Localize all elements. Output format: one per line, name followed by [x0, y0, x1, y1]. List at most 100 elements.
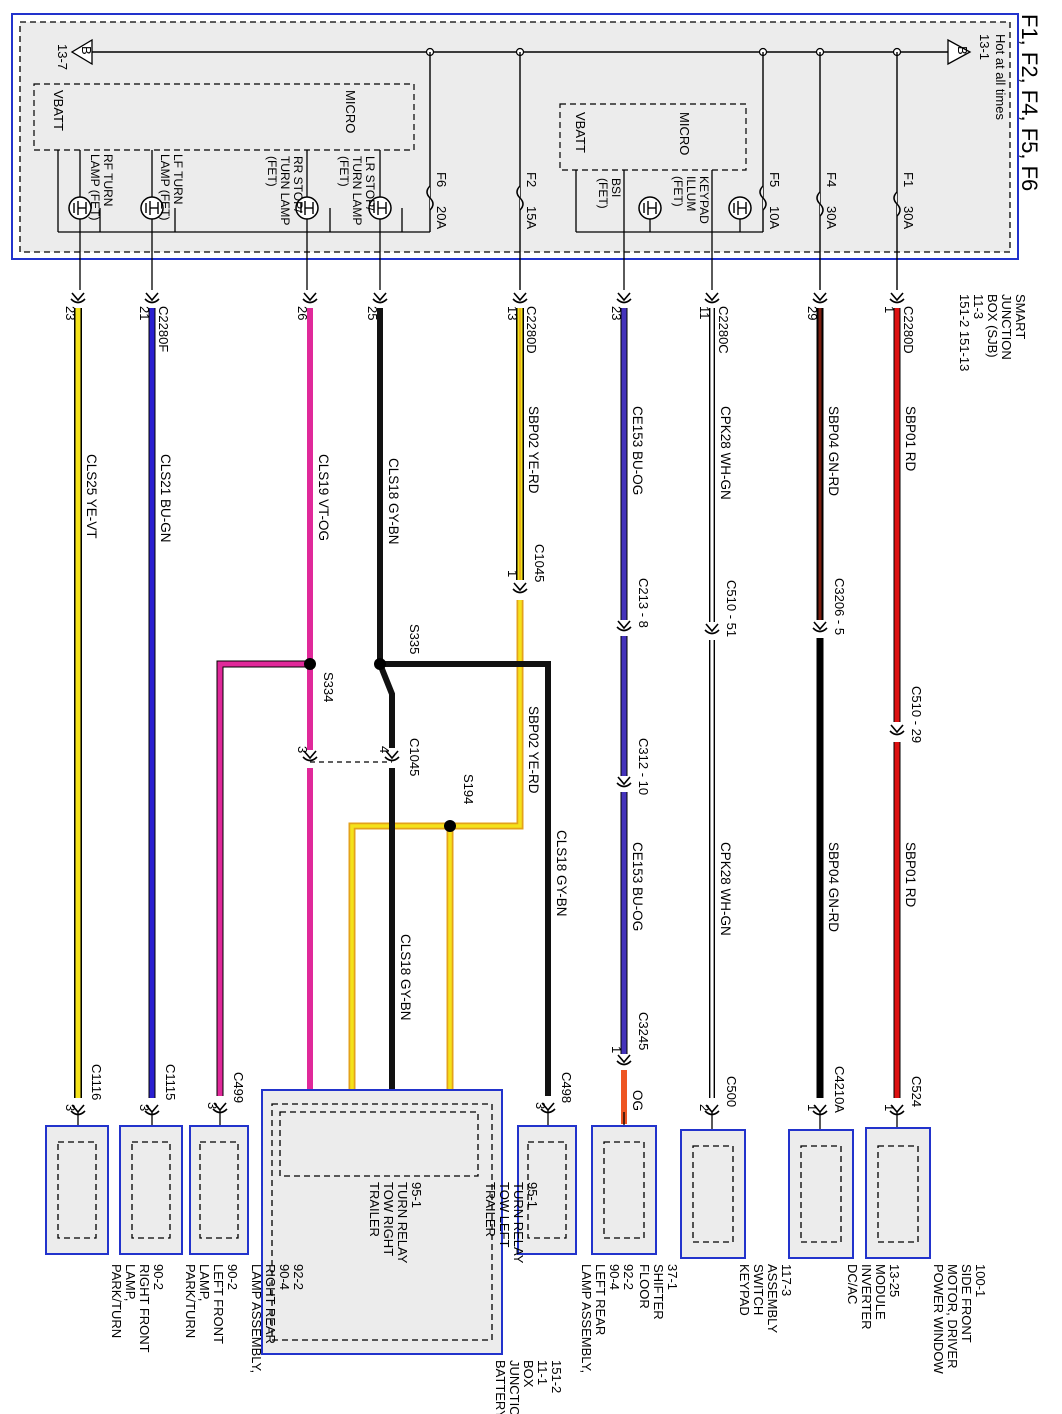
fet-rf-turn-label: RF TURNLAMP (FET) [88, 154, 115, 220]
fuse-f5-name: F5 [767, 172, 782, 187]
label-lamp-left-rear: LAMP ASSEMBLY,LEFT REAR90-492-2 [579, 1264, 636, 1373]
label-c1115: C1115 [163, 1064, 178, 1100]
bus-letter-left: B [79, 46, 94, 55]
pin-25: 25 [365, 306, 380, 320]
pin-1-sbp01: 1 [882, 306, 897, 313]
pin-c1045-3: 3 [295, 746, 310, 753]
circuit-cls18-b: CLS18 GY-BN [554, 830, 569, 917]
component-floor-shifter [591, 1125, 657, 1255]
circuit-cls25: CLS25 YE-VT [84, 454, 99, 539]
c2280-25-icon [372, 292, 388, 304]
label-lamp-right-rear: LAMP ASSEMBLY,RIGHT REAR90-492-2 [249, 1264, 306, 1373]
pin-13: 13 [505, 306, 520, 320]
pin-c3245-1: 1 [609, 1046, 624, 1053]
micro-small-label: MICRO [677, 112, 692, 155]
label-s334: S334 [321, 672, 336, 702]
circuit-cls21: CLS21 BU-GN [158, 454, 173, 543]
component-battery-junction-box [261, 1089, 503, 1355]
splice-s335 [374, 658, 386, 670]
circuit-sbp02-a: SBP02 YE-RD [526, 406, 541, 494]
trailer-relay-box [279, 1111, 479, 1177]
micro-big-label: MICRO [343, 90, 358, 133]
fuse-f1-rating: 30A [901, 206, 916, 229]
label-c1045-a: C1045 [532, 544, 547, 582]
bsi-fet-icon [638, 196, 662, 220]
fet-rr-stop-label: RR STOP/TURN LAMP(FET) [265, 156, 305, 225]
pin-21: 21 [137, 306, 152, 320]
c213-8-icon [616, 620, 632, 632]
wire-cls18 [377, 308, 551, 1108]
label-c2280d-b: C2280D [524, 306, 539, 354]
pin-c499: 3 [205, 1102, 220, 1109]
component-boxes [45, 1089, 931, 1355]
pin-c500: 2 [697, 1104, 712, 1111]
fuse-f4-rating: 30A [824, 206, 839, 229]
pin-c1115: 3 [137, 1104, 152, 1111]
vbatt-big-label: VBATT [51, 90, 66, 131]
pin-c1045-4: 4 [377, 746, 392, 753]
label-trailer-left-relay: TRAILERTOW LEFTTURN RELAY95-1 [483, 1182, 540, 1264]
label-c1116: C1116 [89, 1064, 104, 1100]
bus-right-ref: 13-1 [977, 34, 992, 60]
bus-right-terminal [947, 38, 972, 66]
c3245-icon [616, 1054, 632, 1066]
c510-29-icon [889, 724, 905, 736]
c2280d-a-icon [889, 292, 905, 304]
fuse-f6-rating: 20A [434, 206, 449, 229]
label-c2280f: C2280F [156, 306, 171, 352]
label-c213-8: C213 - 8 [636, 578, 651, 628]
circuit-og: OG [630, 1090, 645, 1111]
label-c312-10: C312 - 10 [636, 738, 651, 795]
fet-keypad-label: KEYPADILLUM(FET) [671, 176, 711, 224]
splice-s194 [444, 820, 456, 832]
pin-c1116: 3 [63, 1104, 78, 1111]
fuse-f5-rating: 10A [767, 206, 782, 229]
sjb-panel [19, 21, 1011, 253]
label-trailer-right-relay: TRAILERTOW RIGHTTURN RELAY95-1 [367, 1182, 424, 1264]
bus-hot-label: Hot at all times [993, 34, 1008, 120]
pin-c4210: 1 [805, 1104, 820, 1111]
label-c1045-b: C1045 [407, 738, 422, 776]
label-c3245: C3245 [636, 1012, 651, 1050]
label-c2280c: C2280C [716, 306, 731, 354]
label-park-left-front: PARK/TURNLAMP,LEFT FRONT90-2 [183, 1264, 240, 1344]
label-c524: C524 [909, 1076, 924, 1107]
label-s335: S335 [407, 624, 422, 654]
label-c500: C500 [724, 1076, 739, 1107]
c2280f-icon [144, 292, 160, 304]
label-c498: C498 [559, 1072, 574, 1103]
splice-s334 [304, 658, 316, 670]
component-dcac-inverter [788, 1129, 854, 1259]
pin-23a: 23 [609, 306, 624, 320]
circuit-sbp04-a: SBP04 GN-RD [826, 406, 841, 496]
keypad-fet-icon [728, 196, 752, 220]
fuse-f1-name: F1 [901, 172, 916, 187]
circuit-cpk28-b: CPK28 WH-GN [718, 842, 733, 936]
bus-letter-right: B [955, 46, 970, 55]
circuit-sbp02-b: SBP02 YE-RD [526, 706, 541, 794]
pin-c498: 3 [533, 1102, 548, 1109]
label-s194: S194 [461, 774, 476, 804]
circuit-sbp01-b: SBP01 RD [903, 842, 918, 908]
wire-cls19 [216, 308, 313, 1108]
fet-bsi-label: BSI(FET) [596, 178, 623, 209]
label-park-right-front: PARK/TURNLAMP,RIGHT FRONT90-2 [109, 1264, 166, 1353]
c312-10-icon [616, 776, 632, 788]
circuit-ce153-a: CE153 BU-OG [630, 406, 645, 495]
label-c2280d-a: C2280D [901, 306, 916, 354]
fuse-f2-name: F2 [524, 172, 539, 187]
rf-turn-fet-icon [68, 196, 92, 220]
c1045-1-icon [512, 582, 528, 594]
page-title: F1, F2, F4, F5, F6 [1017, 14, 1042, 191]
c2280c-icon [704, 292, 720, 304]
label-keypad-switch: KEYPADSWITCHASSEMBLY117-3 [737, 1264, 794, 1333]
wire-sbp02 [348, 308, 524, 1108]
circuit-cls19: CLS19 VT-OG [316, 454, 331, 541]
micro-module-big [33, 83, 415, 151]
component-keypad-switch [680, 1129, 746, 1259]
c2280-23a-icon [616, 292, 632, 304]
bus-left-terminal [70, 38, 93, 66]
connector-glyphs [70, 292, 905, 1116]
label-dcac: DC/ACINVERTERMODULE13-25 [845, 1264, 902, 1330]
sjb-label: SMARTJUNCTIONBOX (SJB)11-3151-2 151-13 [957, 294, 1028, 371]
